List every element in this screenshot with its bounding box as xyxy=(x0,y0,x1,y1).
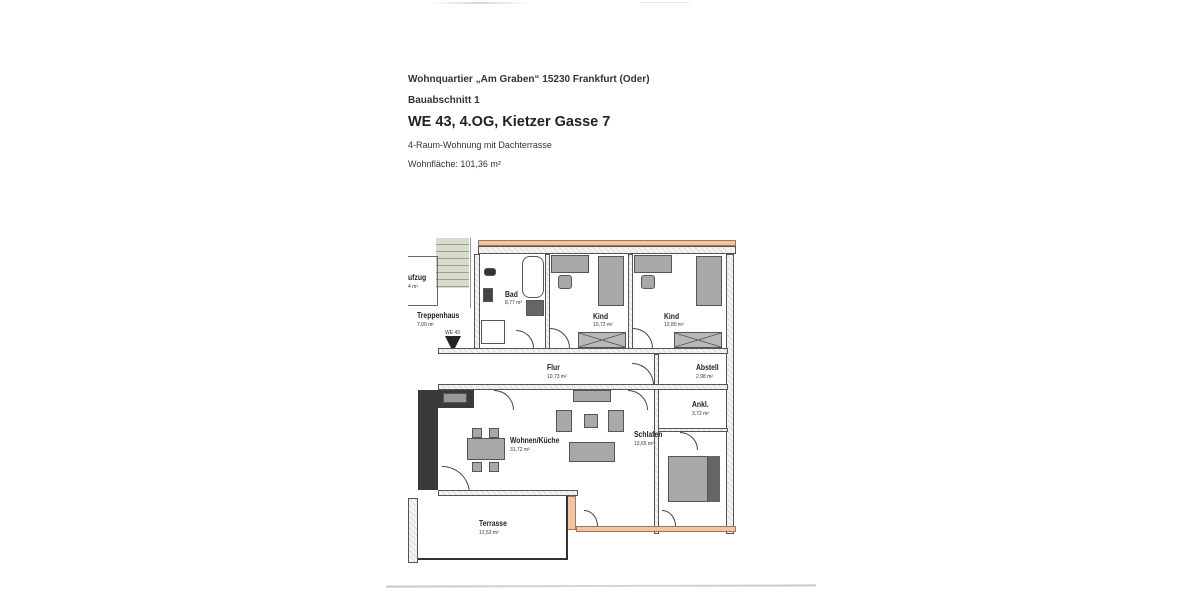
dining-table-icon xyxy=(467,438,505,460)
scan-artifact-top xyxy=(430,2,530,4)
armchair-icon xyxy=(608,410,624,432)
room-area-stairwell: 7,00 m² xyxy=(417,322,434,328)
wall-ankl-bottom xyxy=(658,428,728,432)
elevator-shaft xyxy=(408,256,438,306)
room-label-terrasse: Terrasse xyxy=(479,519,507,528)
unit-type: 4-Raum-Wohnung mit Dachterrasse xyxy=(408,140,552,150)
room-area-ankl: 3,72 m² xyxy=(692,411,709,417)
door-wohnen[interactable] xyxy=(494,390,514,410)
door-ankl[interactable] xyxy=(680,432,698,450)
room-label-bad: Bad xyxy=(505,290,518,299)
room-label-flur: Flur xyxy=(547,363,560,372)
living-area: Wohnfläche: 101,36 m² xyxy=(408,159,501,169)
door-balcony[interactable] xyxy=(662,510,676,526)
shower-icon xyxy=(481,320,505,344)
desk-icon xyxy=(551,255,589,273)
wall-terrasse-top xyxy=(438,490,578,496)
wall-corridor-top xyxy=(438,348,728,354)
room-area-kind1: 10,72 m² xyxy=(593,322,613,328)
room-area-terrasse: 12,53 m² xyxy=(479,530,499,536)
floor-plan: ufzug 4 m² Treppenhaus 7,00 m² WE 43 Bad… xyxy=(408,238,738,563)
door-kind2[interactable] xyxy=(633,328,653,348)
sink-icon xyxy=(483,288,493,302)
bathtub-icon xyxy=(522,256,544,298)
toilet-icon xyxy=(484,268,496,276)
chair-icon xyxy=(558,275,572,289)
project-line: Wohnquartier „Am Graben“ 15230 Frankfurt… xyxy=(408,74,650,85)
section-label: Bauabschnitt 1 xyxy=(408,95,480,106)
wardrobe-icon xyxy=(578,332,626,348)
entrance-marker-label: WE 43 xyxy=(445,330,461,336)
coffee-table-icon xyxy=(584,414,598,428)
chair-icon xyxy=(641,275,655,289)
room-label-elevator: ufzug xyxy=(408,273,427,282)
sink-icon xyxy=(443,393,467,403)
wall-right xyxy=(726,254,734,534)
wardrobe-icon xyxy=(674,332,722,348)
wall-schlafen-left xyxy=(654,354,659,534)
room-area-schlafen: 13,65 m² xyxy=(634,441,654,447)
wall-top xyxy=(478,246,736,254)
scan-artifact-top xyxy=(640,2,690,3)
room-area-wohnen: 31,72 m² xyxy=(510,447,530,453)
room-label-kind2: Kind xyxy=(664,312,680,321)
wall-terrasse-left xyxy=(408,498,418,563)
washing-machine-icon xyxy=(526,300,544,316)
door-bad[interactable] xyxy=(516,330,534,348)
door-kind1[interactable] xyxy=(550,328,570,348)
tv-board-icon xyxy=(573,390,611,402)
bed-icon xyxy=(696,256,722,306)
chair-icon xyxy=(472,462,482,472)
wall-bad-left xyxy=(474,254,480,354)
stairwell-outline xyxy=(408,238,471,308)
room-label-stairwell: Treppenhaus xyxy=(417,311,460,320)
unit-title: WE 43, 4.OG, Kietzer Gasse 7 xyxy=(408,114,611,130)
terrasse-outline xyxy=(418,496,568,560)
room-area-abstell: 2,98 m² xyxy=(696,374,713,380)
nightstand-icon xyxy=(708,456,720,502)
exterior-wall-bottom xyxy=(576,526,736,532)
room-area-bad: 8,77 m² xyxy=(505,300,522,306)
kitchen-counter xyxy=(418,390,438,490)
room-area-kind2: 12,80 m² xyxy=(664,322,684,328)
door-schlafen[interactable] xyxy=(628,390,648,410)
chair-icon xyxy=(472,428,482,438)
room-label-schlafen: Schlafen xyxy=(634,430,663,439)
room-label-wohnen: Wohnen/Küche xyxy=(510,436,560,445)
desk-icon xyxy=(634,255,672,273)
armchair-icon xyxy=(556,410,572,432)
room-area-flur: 10,73 m² xyxy=(547,374,567,380)
double-bed-icon xyxy=(668,456,708,502)
door-balcony[interactable] xyxy=(584,510,598,526)
sofa-icon xyxy=(569,442,615,462)
stairs xyxy=(436,238,469,288)
chair-icon xyxy=(489,462,499,472)
chair-icon xyxy=(489,428,499,438)
wall-corridor-bottom xyxy=(438,384,728,390)
room-label-kind1: Kind xyxy=(593,312,609,321)
room-label-abstell: Abstell xyxy=(696,363,719,372)
room-area-elevator: 4 m² xyxy=(408,284,418,290)
bed-icon xyxy=(598,256,624,306)
exterior-wall-top xyxy=(478,240,736,246)
room-label-ankl: Ankl. xyxy=(692,400,709,409)
door-abstell[interactable] xyxy=(632,363,654,385)
